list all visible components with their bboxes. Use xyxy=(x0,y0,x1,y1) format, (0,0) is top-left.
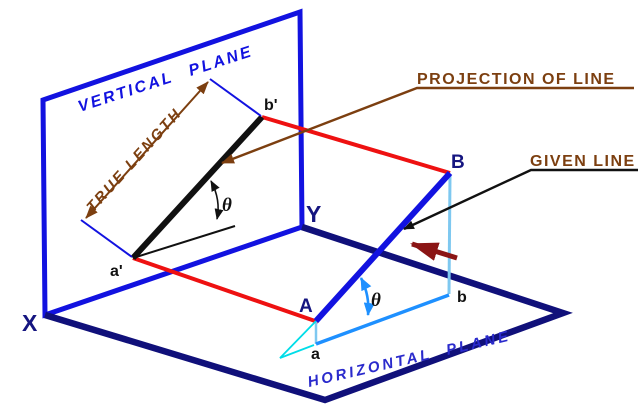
connector-b-prime-to-B xyxy=(261,115,451,175)
point-label-Y: Y xyxy=(306,201,321,227)
theta-arc-top-view xyxy=(359,277,375,316)
true-length-dimension-arrow xyxy=(85,81,209,219)
theta-label-top-view: θ xyxy=(371,290,381,311)
label-true-length: TRUE LENGTH xyxy=(83,105,185,216)
connector-a-prime-to-A xyxy=(132,256,319,324)
label-given-line: GIVEN LINE xyxy=(530,153,636,170)
projection-of-line-leader xyxy=(221,86,634,165)
theta-label-front-view: θ xyxy=(222,195,232,216)
given-line-AB xyxy=(313,170,453,324)
point-label-B: B xyxy=(451,152,465,173)
point-label-b-prime: b' xyxy=(264,97,278,114)
top-view-line-ab xyxy=(315,293,450,346)
direction-arrow xyxy=(410,241,458,261)
label-projection-of-line: PROJECTION OF LINE xyxy=(417,71,616,88)
point-label-b: b xyxy=(457,289,467,306)
point-label-a: a xyxy=(311,346,320,363)
given-line-leader xyxy=(403,168,638,231)
horizontal-plane-outline xyxy=(44,223,573,404)
projector-B-to-b xyxy=(447,174,452,295)
true-length-extension-b xyxy=(209,78,262,117)
horizontal-reference-line xyxy=(132,225,236,259)
point-label-a-prime: a' xyxy=(110,263,123,280)
rotation-trace-cyan xyxy=(279,320,317,359)
point-label-A: A xyxy=(299,296,313,317)
theta-arc-front-view xyxy=(210,180,224,220)
true-length-extension-a xyxy=(80,219,133,258)
point-label-X: X xyxy=(22,310,38,336)
